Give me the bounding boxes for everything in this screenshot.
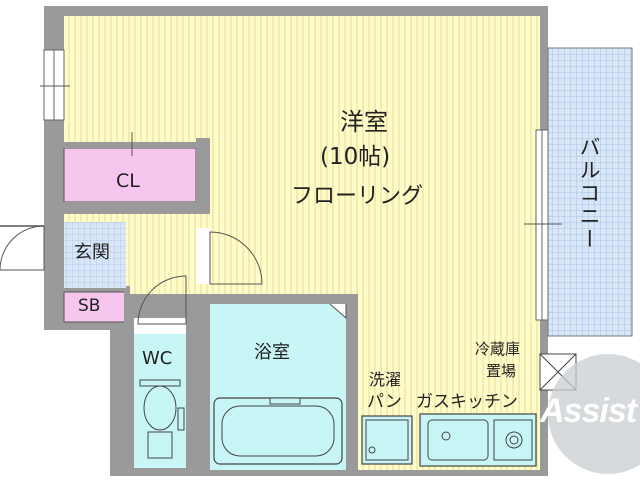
entrance	[64, 222, 126, 288]
western-room-name: 洋室	[340, 108, 388, 136]
bathroom-label: 浴室	[254, 342, 290, 363]
logo-text: Assist	[540, 392, 637, 430]
western-room-size: (10帖)	[320, 144, 391, 170]
toilet-label: WC	[142, 348, 173, 369]
shoe-box	[63, 291, 127, 323]
assist-logo: Assist	[540, 346, 640, 480]
washer-pan-label-1: 洗濯	[369, 370, 402, 389]
washer-pan	[361, 415, 413, 465]
toilet-bowl	[143, 385, 177, 431]
closet-label: CL	[116, 170, 140, 192]
western-room-floor-type: フローリング	[291, 184, 424, 209]
fridge-space-label-1: 冷蔵庫	[475, 340, 521, 358]
balcony-label: バルコニー	[577, 136, 601, 251]
gas-burner	[505, 431, 523, 449]
logo-circle	[548, 354, 640, 474]
washer-pan-label-2: パン	[367, 392, 402, 412]
closet	[63, 147, 197, 203]
shoe-box-label: SB	[78, 296, 101, 316]
fridge-space-label-2: 置場	[486, 362, 517, 380]
kitchen-counter	[419, 413, 537, 467]
entrance-label: 玄関	[74, 242, 110, 263]
gas-kitchen-label: ガスキッチン	[416, 392, 518, 412]
